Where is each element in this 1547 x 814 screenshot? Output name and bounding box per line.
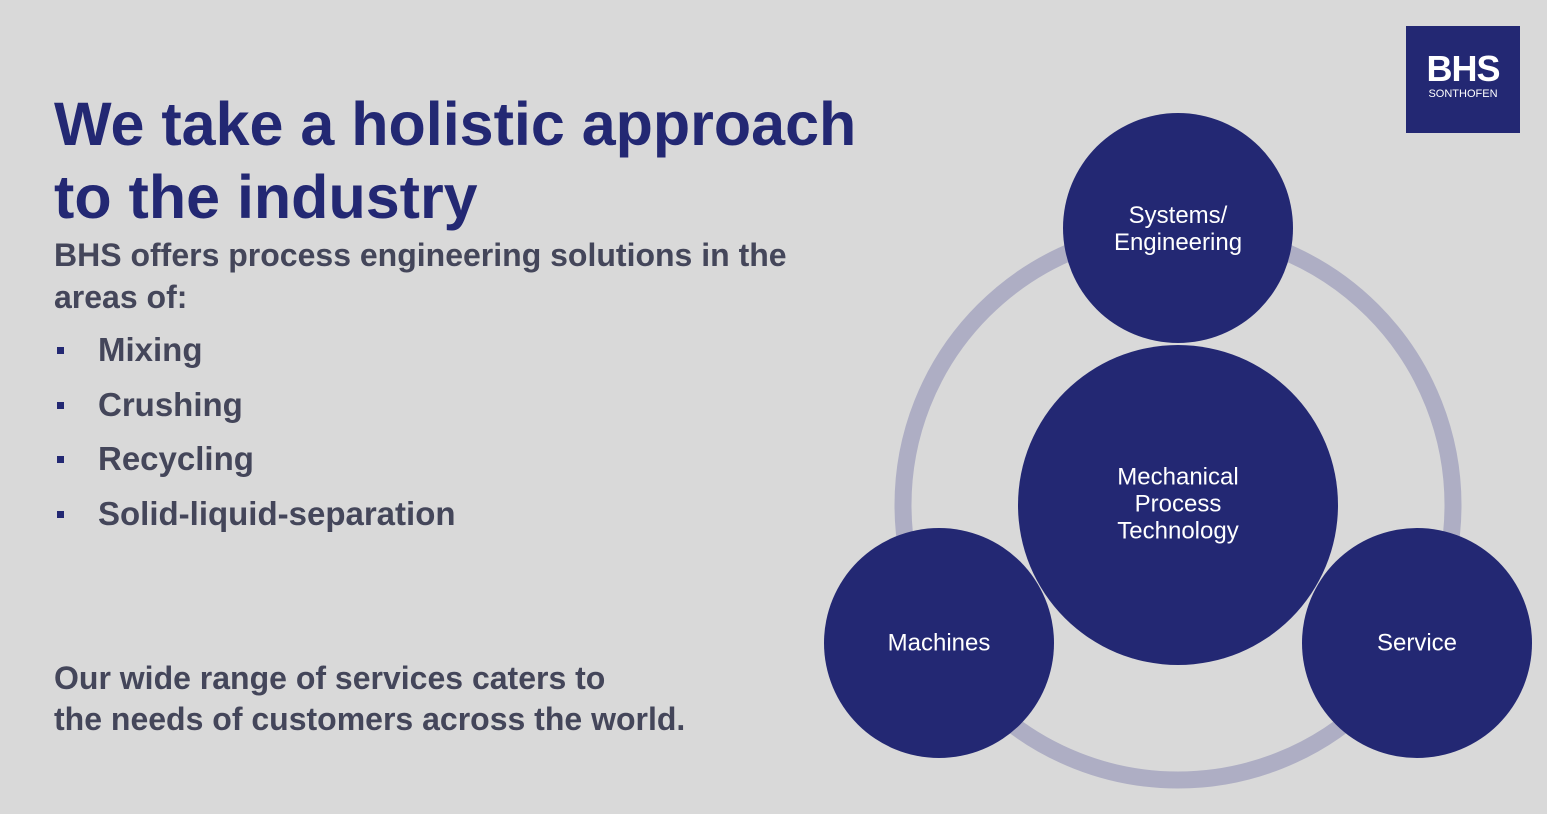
list-item: Solid-liquid-separation xyxy=(54,492,456,547)
bhs-logo: BHS SONTHOFEN xyxy=(1406,26,1520,133)
bullet-icon xyxy=(57,401,64,409)
left-label: Machines xyxy=(887,629,991,657)
intro-text: BHS offers process engineering solutions… xyxy=(54,237,787,315)
list-item-label: Recycling xyxy=(98,440,254,477)
right-label: Service xyxy=(1376,629,1458,657)
list-item-label: Mixing xyxy=(98,331,203,368)
bullet-icon xyxy=(57,456,64,463)
label-line: Mechanical xyxy=(1117,463,1239,491)
top-circle xyxy=(1063,113,1293,343)
list-item: Recycling xyxy=(54,437,456,492)
center-circle xyxy=(1018,345,1338,665)
areas-list: Mixing Crushing Recycling Solid-liquid-s… xyxy=(54,328,456,546)
closing-line: the needs of customers across the world. xyxy=(54,701,686,737)
label-line: Process xyxy=(1134,490,1222,518)
right-circle xyxy=(1302,528,1532,758)
label-line: Technology xyxy=(1117,517,1239,545)
list-item-label: Solid-liquid-separation xyxy=(98,494,456,532)
title-line: to the industry xyxy=(54,163,478,231)
top-label: Systems/Engineering xyxy=(1114,202,1242,256)
list-item: Mixing xyxy=(54,328,456,383)
left-circle xyxy=(824,528,1054,758)
logo-sub: SONTHOFEN xyxy=(1428,88,1498,100)
bullet-icon xyxy=(57,347,64,354)
bullet-icon xyxy=(57,510,64,518)
label-line: Systems/ xyxy=(1128,202,1228,229)
closing-line: Our wide range of services caters to xyxy=(54,660,606,696)
list-item-label: Crushing xyxy=(98,385,243,423)
list-item: Crushing xyxy=(54,383,456,438)
label-line: Engineering xyxy=(1113,229,1243,256)
logo-name: BHS xyxy=(1426,48,1500,89)
closing-text: Our wide range of services caters to the … xyxy=(54,658,685,740)
title-line: We take a holistic approach xyxy=(54,90,857,158)
